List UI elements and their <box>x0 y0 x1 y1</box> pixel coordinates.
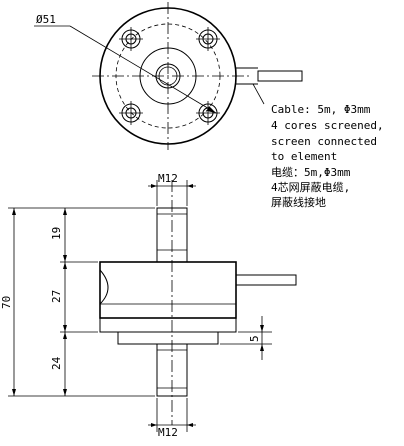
hub-circle <box>139 47 197 105</box>
cable-note: Cable: 5m, Φ3mm 4 cores screened, screen… <box>271 103 384 209</box>
thread-outer-circle <box>155 63 181 89</box>
dim-label-lower-thread: 24 <box>50 356 63 370</box>
outer-flange-circle <box>99 7 237 145</box>
dimensions: M12 M12 70 19 27 24 5 <box>0 172 272 439</box>
dim-label-body: 27 <box>50 290 63 303</box>
cable-note-line: 4 cores screened, <box>271 119 384 132</box>
top-view-cable <box>236 67 303 85</box>
sensor-flange <box>99 317 237 345</box>
top-view: Ø51 <box>34 2 303 150</box>
cable-note-line: 电缆：5m,Φ3mm <box>271 166 351 179</box>
bolt-hole-top-right <box>196 27 220 51</box>
body-edge-curve <box>99 269 109 305</box>
cable-note-line: to element <box>271 150 337 163</box>
lower-thread-stud <box>156 343 188 397</box>
dim-label-upper-thread: 19 <box>50 227 63 240</box>
sensor-body <box>99 261 237 319</box>
cable-note-line: Cable: 5m, Φ3mm <box>271 103 371 116</box>
dim-label-total: 70 <box>0 296 13 309</box>
dim-label-top-thread: M12 <box>158 172 178 185</box>
bolt-hole-bottom-left <box>119 101 143 125</box>
dim-label-flange: 5 <box>248 335 261 342</box>
diameter-leader <box>34 25 217 114</box>
front-view <box>99 180 297 425</box>
cable-note-line: screen connected <box>271 135 377 148</box>
bolt-hole-bottom-right <box>196 101 220 125</box>
dim-label-bottom-thread: M12 <box>158 426 178 439</box>
cable-note-line: 屏蔽线接地 <box>271 195 326 209</box>
cable-note-line: 4芯网屏蔽电缆, <box>271 180 350 194</box>
thread-inner-circle <box>158 66 178 86</box>
bolt-circle <box>115 23 221 129</box>
diameter-label: Ø51 <box>36 13 56 26</box>
bolt-hole-top-left <box>119 27 143 51</box>
cable-note-leader <box>252 83 265 105</box>
front-view-cable <box>235 274 297 286</box>
